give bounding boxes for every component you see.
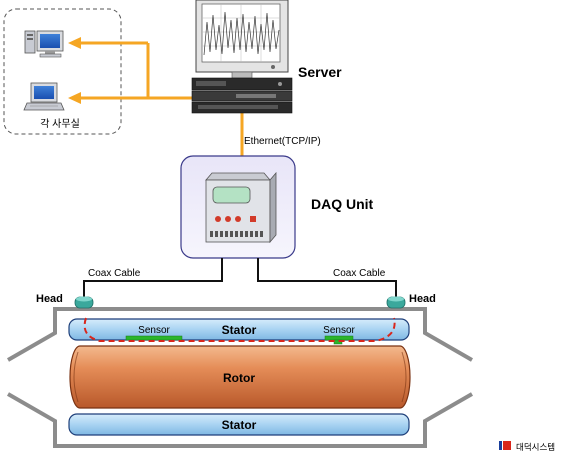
network-arrows [68,37,244,157]
logo-mark-block [503,441,511,450]
casing-top [7,307,473,362]
rotor: Rotor [69,345,411,409]
air-gap-dashed-line [83,317,396,342]
head-label-left: Head [36,293,63,305]
stator-bottom [68,413,410,436]
ethernet-label: Ethernet(TCP/IP) [244,136,321,147]
laptop-icon [23,82,65,111]
company-logo: 대덕시스템 [499,441,555,452]
coax-label-left: Coax Cable [88,268,141,279]
coax-cables [83,258,397,297]
head-right [386,296,406,309]
arrow-head-desktop [68,37,81,49]
head-left [74,296,94,309]
rotor-body [69,345,411,409]
desktop-pc-icon [24,30,64,58]
sensor-left [125,335,183,341]
stator-top-label: Stator [222,323,257,337]
logo-mark-bar [499,441,502,450]
daq-unit: DAQ Unit [180,155,374,259]
daq-device-icon [205,171,277,244]
server-icon: Server [191,0,342,114]
stator-bottom-label: Stator [222,418,257,432]
sensor-left-label: Sensor [138,325,170,336]
sensor-right [324,335,354,341]
offices-border [3,8,122,135]
coax-cable-left [83,258,223,297]
rotor-label: Rotor [223,371,255,385]
coax-cable-right [257,258,397,297]
head-label-right: Head [409,293,436,305]
monitor-grid [202,4,280,62]
daq-label: DAQ Unit [311,196,374,212]
offices-group: 각 사무실 [3,8,122,135]
generator-casing [7,307,473,448]
offices-label: 각 사무실 [40,118,80,130]
arrow-head-laptop [68,92,81,104]
sensor-right-label: Sensor [323,325,355,336]
monitor-waveform [203,11,280,56]
logo-company-name: 대덕시스템 [516,442,555,452]
coax-label-right: Coax Cable [333,268,386,279]
casing-bottom [7,392,473,448]
server-label: Server [298,64,342,80]
